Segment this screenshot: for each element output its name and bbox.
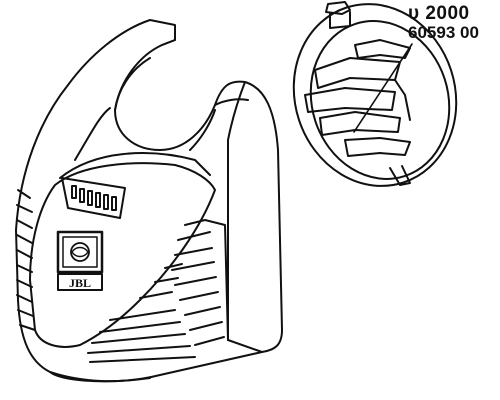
ring-part	[270, 0, 479, 207]
jbl-logo-badge	[58, 232, 102, 290]
filter-housing	[16, 20, 282, 381]
logo-text: JBL	[69, 276, 91, 290]
part-callout: υ 2000 60593 00	[408, 4, 479, 42]
model-label: υ 2000	[408, 3, 470, 24]
callout-leader-line	[354, 44, 412, 132]
part-number-label: 60593 00	[408, 23, 479, 42]
